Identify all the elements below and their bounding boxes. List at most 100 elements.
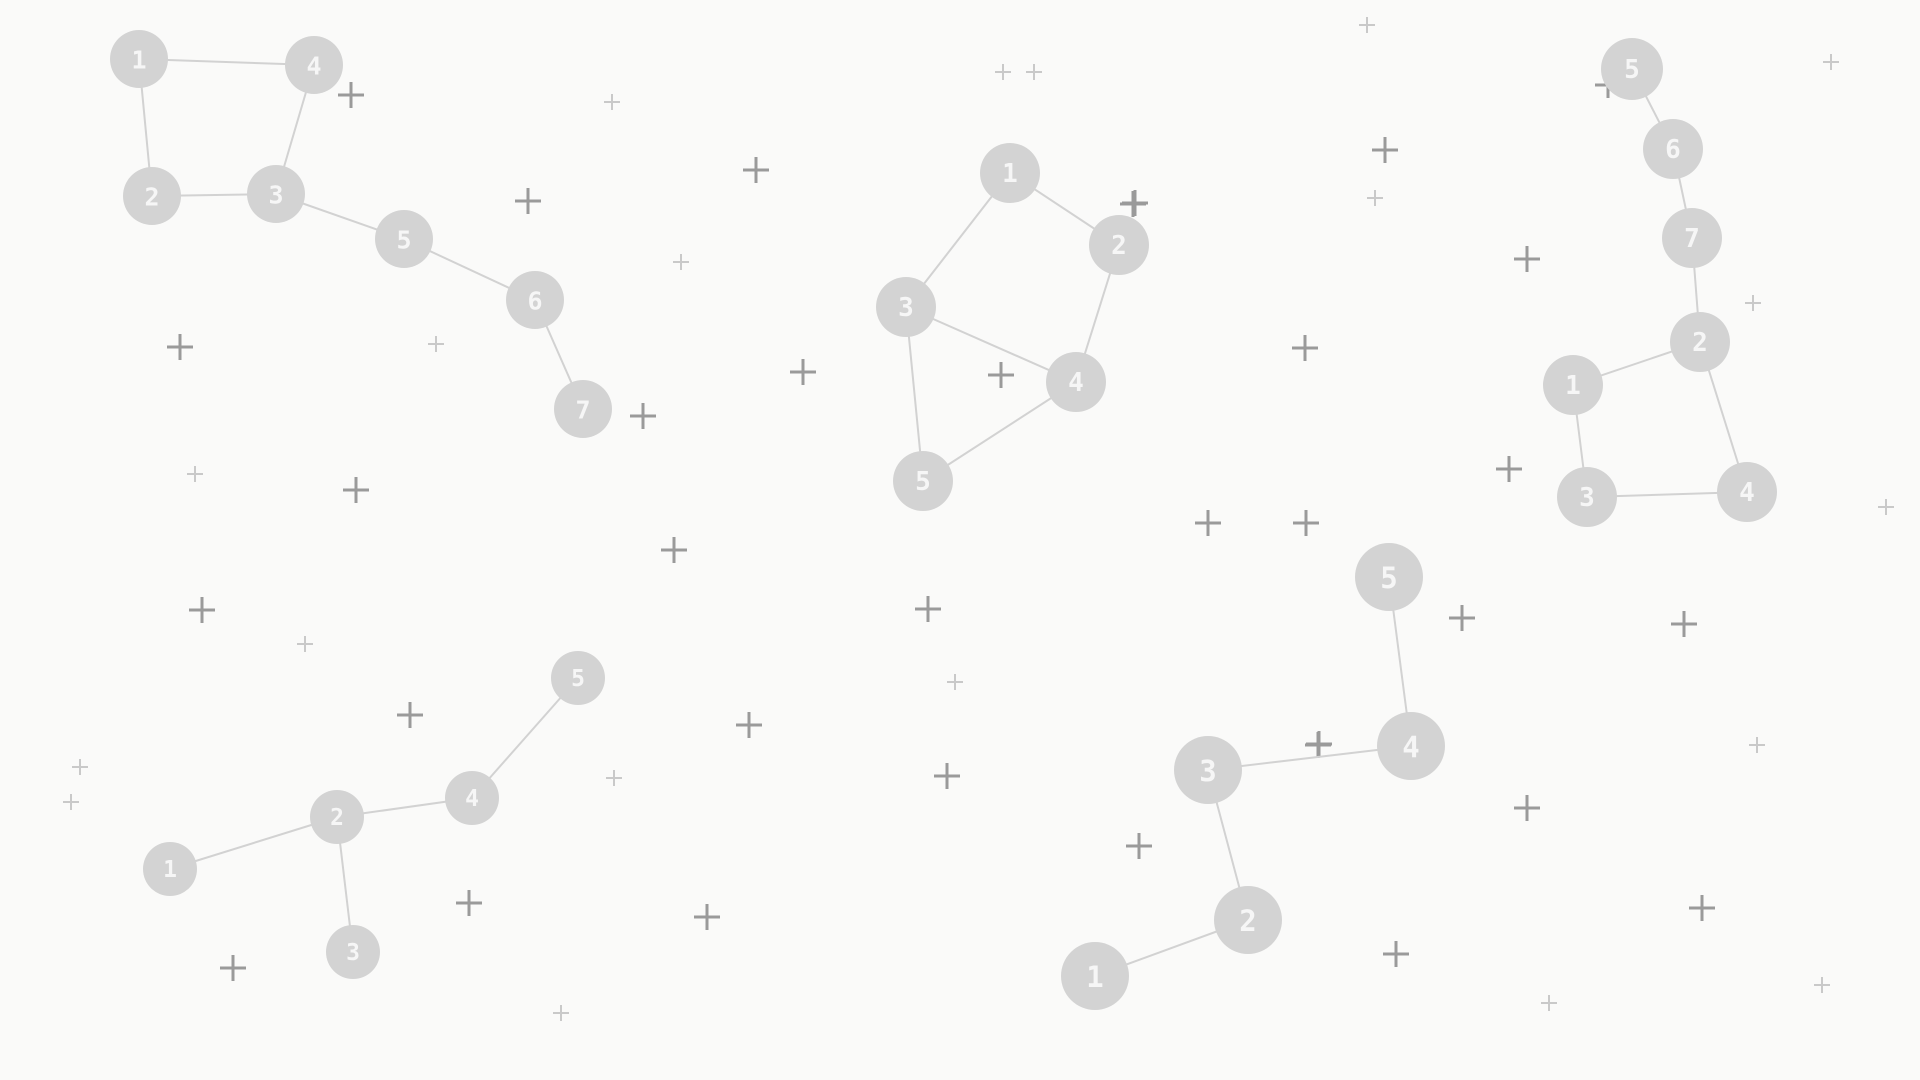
node-label: 3 [1199, 754, 1216, 788]
node-top-right-4[interactable]: 4 [1717, 462, 1777, 522]
node-top-right-2[interactable]: 2 [1670, 312, 1730, 372]
node-label: 3 [898, 293, 914, 323]
star-dark-31 [1292, 335, 1318, 361]
star-dark-28 [1126, 833, 1152, 859]
star-light-1 [1026, 64, 1042, 80]
star-dark-23 [1514, 795, 1540, 821]
star-dark-35 [1120, 191, 1146, 217]
star-light-2 [604, 94, 620, 110]
node-label: 1 [1086, 960, 1103, 994]
node-label: 5 [1380, 561, 1397, 595]
node-top-right-5[interactable]: 5 [1601, 38, 1663, 100]
node-label: 6 [1665, 135, 1681, 165]
node-label: 2 [1239, 904, 1256, 938]
star-field [63, 17, 1894, 1021]
node-bottom-center-2[interactable]: 2 [1214, 886, 1282, 954]
star-dark-16 [189, 597, 215, 623]
node-bottom-left-3[interactable]: 3 [326, 925, 380, 979]
star-dark-25 [456, 890, 482, 916]
star-light-14 [63, 794, 79, 810]
star-dark-36 [1514, 246, 1540, 272]
node-bottom-left-5[interactable]: 5 [551, 651, 605, 705]
star-dark-1 [515, 188, 541, 214]
star-dark-3 [1372, 137, 1398, 163]
star-light-16 [1814, 977, 1830, 993]
node-label: 5 [1624, 55, 1640, 85]
node-label: 3 [1579, 483, 1595, 513]
node-top-left-3[interactable]: 3 [247, 165, 305, 223]
star-dark-0 [338, 82, 364, 108]
node-top-right-1[interactable]: 1 [1543, 355, 1603, 415]
star-dark-7 [630, 403, 656, 429]
star-dark-29 [1383, 941, 1409, 967]
star-dark-21 [736, 712, 762, 738]
star-dark-22 [934, 763, 960, 789]
star-dark-5 [167, 334, 193, 360]
star-light-18 [553, 1005, 569, 1021]
node-label: 2 [1111, 231, 1127, 261]
node-top-center-4[interactable]: 4 [1046, 352, 1106, 412]
node-bottom-left-1[interactable]: 1 [143, 842, 197, 896]
node-top-right-7[interactable]: 7 [1662, 208, 1722, 268]
node-bottom-left-4[interactable]: 4 [445, 771, 499, 825]
star-light-12 [1749, 737, 1765, 753]
node-top-right-6[interactable]: 6 [1643, 119, 1703, 179]
star-dark-15 [915, 596, 941, 622]
node-label: 1 [1565, 371, 1581, 401]
node-label: 1 [131, 46, 146, 75]
star-dark-14 [661, 537, 687, 563]
constellation-edges [139, 59, 1747, 976]
node-label: 4 [465, 786, 479, 812]
star-dark-13 [1496, 456, 1522, 482]
node-top-left-5[interactable]: 5 [375, 210, 433, 268]
star-light-17 [1541, 995, 1557, 1011]
node-top-center-5[interactable]: 5 [893, 451, 953, 511]
star-dark-8 [790, 359, 816, 385]
star-light-7 [1745, 295, 1761, 311]
node-bottom-center-1[interactable]: 1 [1061, 942, 1129, 1010]
node-label: 7 [575, 396, 590, 425]
node-label: 2 [144, 183, 159, 212]
node-label: 4 [1068, 368, 1084, 398]
star-light-4 [1823, 54, 1839, 70]
node-label: 4 [1402, 730, 1419, 764]
star-light-19 [995, 64, 1011, 80]
node-label: 2 [1692, 328, 1708, 358]
node-label: 5 [915, 467, 931, 497]
star-light-5 [673, 254, 689, 270]
star-light-8 [187, 466, 203, 482]
node-top-left-1[interactable]: 1 [110, 30, 168, 88]
star-light-6 [428, 336, 444, 352]
star-dark-32 [988, 362, 1014, 388]
node-label: 3 [346, 940, 360, 966]
node-bottom-center-3[interactable]: 3 [1174, 736, 1242, 804]
star-dark-19 [1671, 611, 1697, 637]
node-top-right-3[interactable]: 3 [1557, 467, 1617, 527]
star-light-10 [297, 636, 313, 652]
constellation-nodes[interactable]: 1 4 2 3 5 6 7 1 2 3 4 5 5 6 7 2 1 3 4 1 2 3 4 5 5 4 3 2 1 [110, 30, 1777, 1010]
node-bottom-center-5[interactable]: 5 [1355, 543, 1423, 611]
node-top-left-7[interactable]: 7 [554, 380, 612, 438]
node-bottom-left-2[interactable]: 2 [310, 790, 364, 844]
node-top-center-1[interactable]: 1 [980, 143, 1040, 203]
node-bottom-center-4[interactable]: 4 [1377, 712, 1445, 780]
node-label: 6 [527, 287, 542, 316]
node-label: 2 [330, 805, 344, 831]
star-light-11 [947, 674, 963, 690]
star-dark-26 [694, 904, 720, 930]
node-label: 5 [396, 226, 411, 255]
star-light-9 [1878, 499, 1894, 515]
node-label: 3 [268, 181, 283, 210]
node-label: 4 [306, 52, 321, 81]
node-top-left-2[interactable]: 2 [123, 167, 181, 225]
star-light-20 [1367, 190, 1383, 206]
node-top-left-6[interactable]: 6 [506, 271, 564, 329]
node-label: 5 [571, 666, 585, 692]
node-top-center-3[interactable]: 3 [876, 277, 936, 337]
star-dark-30 [1689, 895, 1715, 921]
star-dark-33 [1305, 732, 1331, 758]
star-dark-6 [343, 477, 369, 503]
node-top-center-2[interactable]: 2 [1089, 215, 1149, 275]
node-top-left-4[interactable]: 4 [285, 36, 343, 94]
